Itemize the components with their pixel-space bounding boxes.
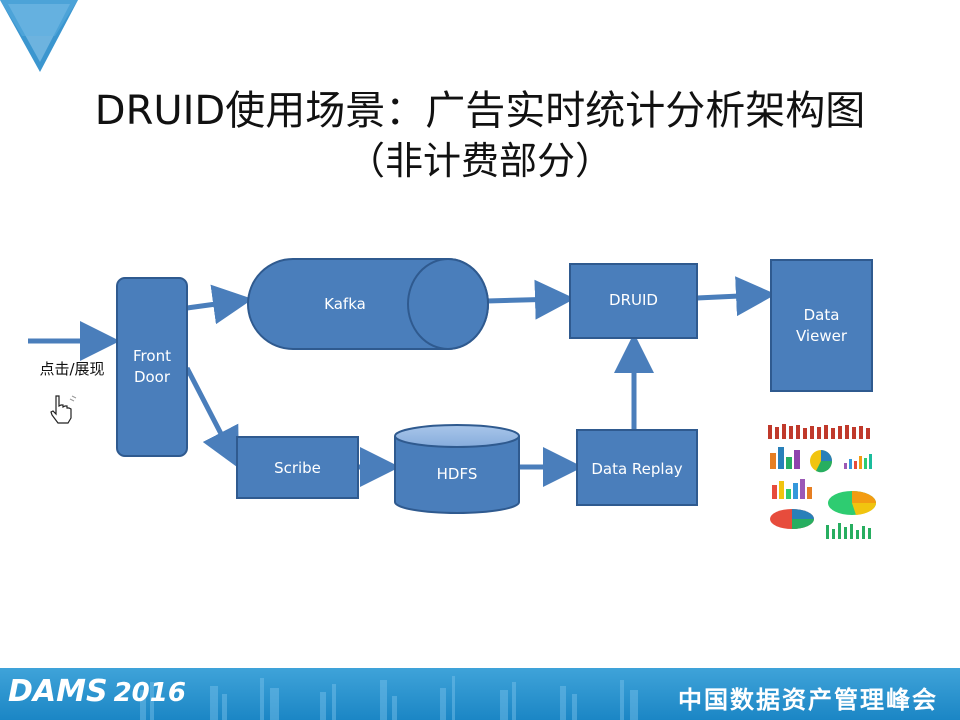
node-kafka [247, 258, 489, 350]
edge-frontdoor-to-kafka [186, 284, 253, 325]
data-viewer-label-line1: Data [803, 306, 840, 324]
city-skyline-decoration [140, 676, 638, 720]
node-hdfs [394, 424, 520, 514]
data-viewer-label: Data Viewer [771, 305, 872, 347]
brand-name: DAMS [8, 674, 108, 709]
data-replay-label: Data Replay [591, 460, 683, 478]
edge-frontdoor-to-scribe [184, 366, 239, 469]
node-front-door [116, 277, 188, 457]
node-druid [569, 263, 698, 339]
node-data-replay [576, 429, 698, 506]
slide-subtitle: （非计费部分） [346, 139, 613, 183]
edge-kafka-to-druid [486, 279, 575, 320]
node-scribe [236, 436, 359, 499]
brand-year: 2016 [113, 678, 186, 708]
data-viewer-label-line2: Viewer [796, 327, 847, 345]
input-label: 点击/展现 [39, 360, 105, 378]
corner-triangle-logo [0, 0, 78, 72]
front-door-label: Front Door [117, 346, 187, 388]
architecture-diagram [28, 258, 878, 541]
edge-druid-to-viewer [696, 276, 776, 317]
druid-label: DRUID [609, 291, 658, 309]
chart-clipart-icon [766, 423, 878, 541]
front-door-label-line1: Front [133, 347, 171, 365]
front-door-label-line2: Door [133, 368, 171, 386]
node-data-viewer [770, 259, 873, 392]
scribe-label: Scribe [274, 459, 321, 477]
kafka-label: Kafka [324, 295, 366, 313]
footer-summit-name: 中国数据资产管理峰会 [678, 686, 938, 714]
hand-cursor-icon [50, 395, 77, 424]
hdfs-label: HDFS [436, 465, 478, 483]
slide-title: DRUID使用场景：广告实时统计分析架构图 [94, 88, 866, 134]
